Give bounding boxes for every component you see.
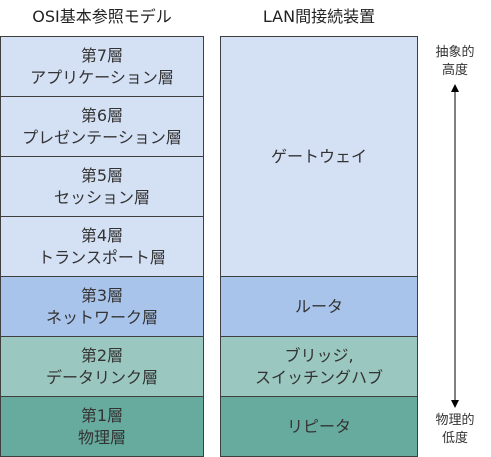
osi-layer-2: 第2層 データリンク層 — [0, 336, 204, 397]
axis-top-label: 抽象的 高度 — [425, 44, 485, 80]
layer-number: 第5層 — [80, 165, 124, 185]
arrow-head-down-icon — [451, 400, 459, 408]
osi-layer-5: 第5層 セッション層 — [0, 156, 204, 217]
device-repeater: リピータ — [220, 396, 418, 457]
osi-layer-6: 第6層 プレゼンテーション層 — [0, 96, 204, 157]
lan-devices-heading: LAN間接続装置 — [262, 7, 376, 26]
layer-name: トランスポート層 — [38, 247, 166, 267]
axis-bottom-line1: 物理的 — [435, 413, 475, 428]
layer-number: 第3層 — [80, 285, 124, 305]
osi-layer-4: 第4層 トランスポート層 — [0, 216, 204, 277]
device-name: リピータ — [286, 416, 351, 436]
device-router: ルータ — [220, 276, 418, 337]
device-name: ブリッジ, — [284, 345, 354, 365]
device-gateway: ゲートウェイ — [220, 36, 418, 277]
layer-name: プレゼンテーション層 — [22, 127, 182, 147]
device-name: ルータ — [294, 296, 343, 316]
layer-name: データリンク層 — [45, 367, 158, 387]
osi-model-heading: OSI基本参照モデル — [32, 7, 172, 26]
layer-name: アプリケーション層 — [30, 67, 174, 87]
layer-number: 第6層 — [80, 105, 124, 125]
layer-name: セッション層 — [53, 187, 150, 207]
axis-top-line1: 抽象的 — [435, 45, 475, 60]
arrow-head-up-icon — [451, 84, 459, 92]
layer-name: ネットワーク層 — [45, 307, 158, 327]
axis-top-line2: 高度 — [441, 63, 468, 78]
layer-number: 第1層 — [80, 405, 124, 425]
device-name: ゲートウェイ — [270, 146, 367, 166]
axis-bottom-line2: 低度 — [441, 431, 468, 446]
layer-number: 第2層 — [80, 345, 124, 365]
osi-layer-1: 第1層 物理層 — [0, 396, 204, 457]
axis-bottom-label: 物理的 低度 — [425, 412, 485, 448]
osi-layer-7: 第7層 アプリケーション層 — [0, 36, 204, 97]
layer-number: 第7層 — [80, 45, 124, 65]
osi-layer-3: 第3層 ネットワーク層 — [0, 276, 204, 337]
abstraction-arrow — [451, 84, 459, 408]
layer-name: 物理層 — [77, 427, 126, 447]
layer-number: 第4層 — [80, 225, 124, 245]
device-name-second-line: スイッチングハブ — [254, 367, 383, 387]
device-bridge-switch: ブリッジ, スイッチングハブ — [220, 336, 418, 397]
